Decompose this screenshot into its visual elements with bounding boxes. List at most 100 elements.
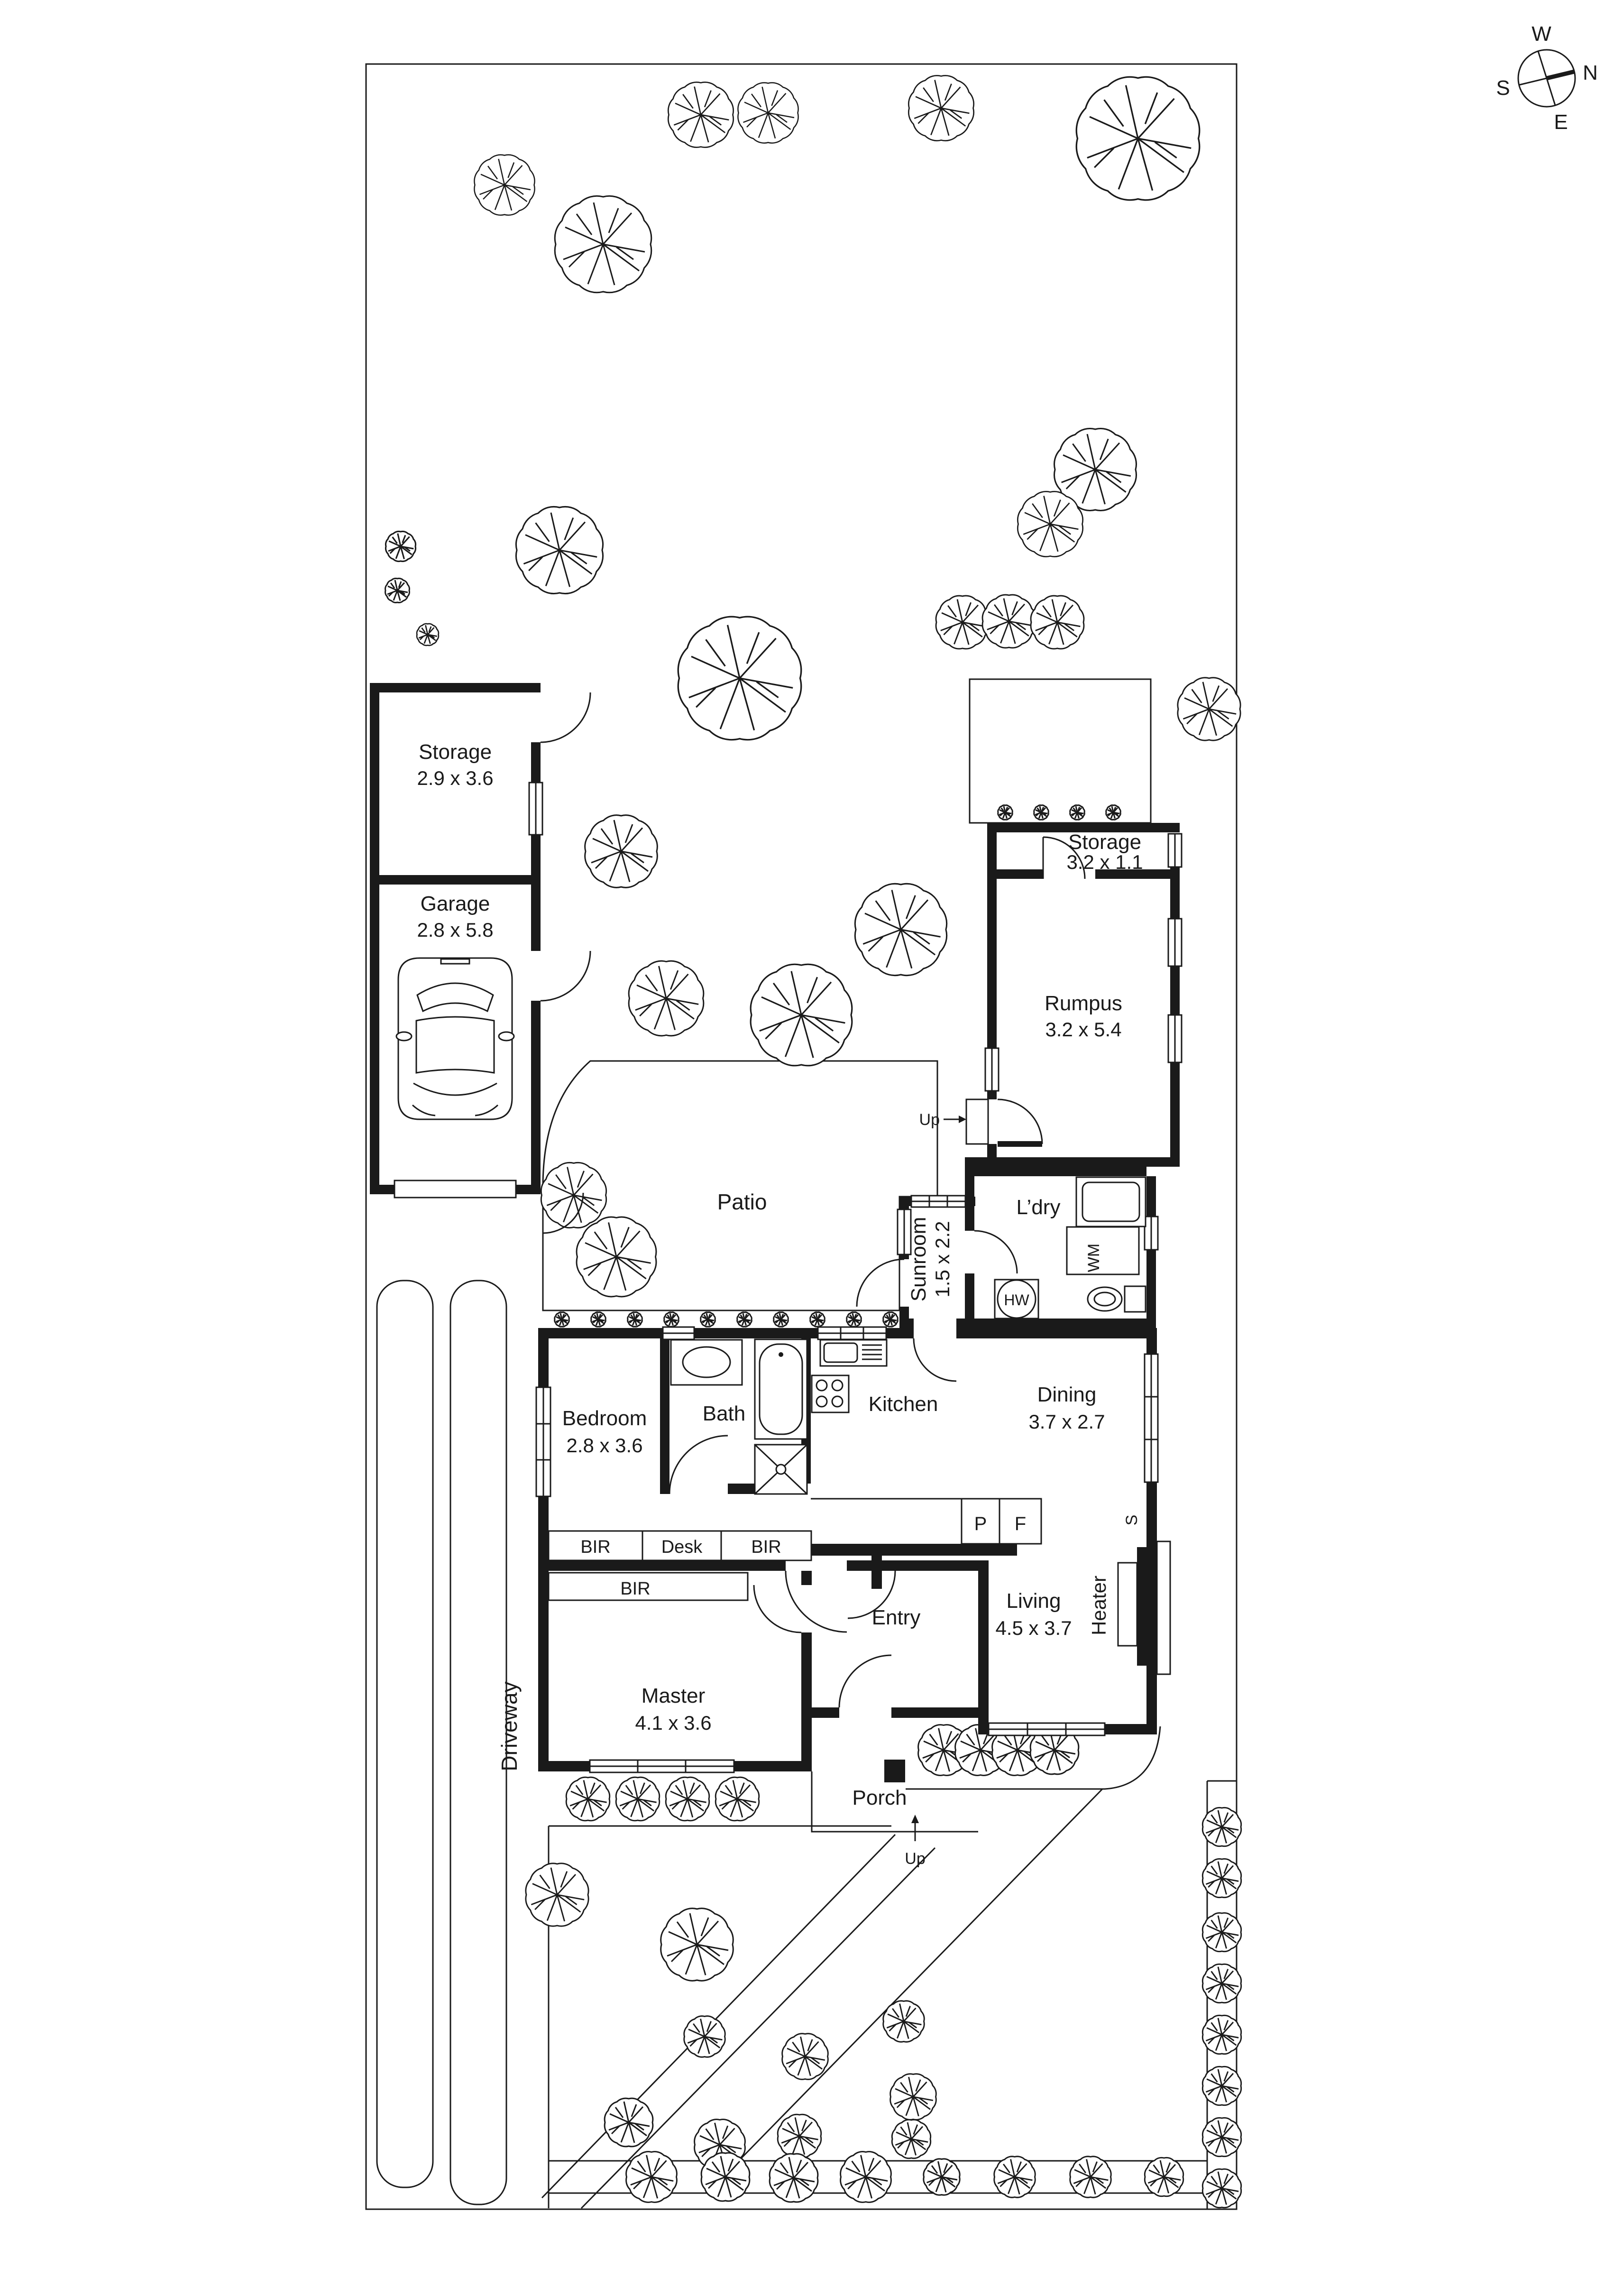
shrub-icon — [554, 1311, 570, 1328]
dining-dims: 3.7 x 2.7 — [1028, 1411, 1105, 1433]
fridge-label: F — [1015, 1513, 1026, 1534]
tree-icon — [1201, 2014, 1242, 2055]
kitchen-south-wall — [811, 1544, 1017, 1556]
pantry — [961, 1498, 1000, 1545]
robes: BIR Desk BIR BIR — [548, 1530, 812, 1601]
storage-outbuilding-dims: 2.9 x 3.6 — [417, 767, 493, 789]
rear-storage-door-arc — [1043, 836, 1086, 879]
tree-icon — [840, 2151, 892, 2203]
tree-icon — [777, 2113, 822, 2159]
driveway-label: Driveway — [497, 1681, 522, 1771]
tree-icon — [908, 74, 975, 142]
shrub-row-storage — [997, 804, 1121, 821]
tree-icon — [677, 616, 802, 741]
path-edge — [541, 1834, 896, 2199]
tree-icon — [628, 960, 705, 1037]
compass-rose: W N S E — [1496, 22, 1598, 134]
tree-icon — [1144, 2157, 1184, 2197]
up-porch-label: Up — [905, 1850, 925, 1868]
entry-north-wall — [847, 1560, 978, 1571]
tree-icon — [935, 595, 990, 650]
tree-icon — [576, 1216, 657, 1298]
shrub-icon — [715, 1776, 760, 1822]
washing-machine-label: WM — [1085, 1244, 1103, 1272]
kitchen-fixtures: P F — [811, 1339, 1042, 1545]
tree-icon — [554, 195, 652, 294]
master-label: Master — [642, 1684, 705, 1707]
tree-icon — [1201, 1912, 1242, 1953]
shrub-icon — [565, 1776, 611, 1822]
master-east-wall — [801, 1632, 812, 1771]
shrub-icon — [809, 1311, 825, 1328]
tree-icon — [667, 81, 734, 148]
fridge-space — [999, 1498, 1042, 1545]
garage-door-panel — [394, 1180, 517, 1199]
bedroom-label: Bedroom — [562, 1407, 647, 1430]
tree-icon — [1017, 490, 1084, 558]
bir-master-label: BIR — [620, 1579, 650, 1599]
tree-icon — [683, 2015, 726, 2058]
shrub-icon — [882, 1311, 899, 1328]
bir-master-box — [548, 1572, 749, 1601]
tree-icon — [781, 2033, 829, 2080]
master-dims: 4.1 x 3.6 — [635, 1712, 711, 1734]
bir-right-label: BIR — [751, 1537, 781, 1557]
porch-label: Porch — [853, 1786, 907, 1809]
tree-icon — [993, 2156, 1036, 2198]
heater-assembly: Heater S — [1088, 1515, 1171, 1675]
compass-w: W — [1531, 22, 1551, 46]
tree-icon — [584, 814, 658, 888]
laundry-door-arc — [974, 1230, 1018, 1274]
tree-icon — [474, 154, 535, 216]
shrub-icon — [615, 1776, 660, 1822]
patio-label: Patio — [717, 1189, 767, 1214]
pantry-label: P — [974, 1513, 987, 1534]
tree-icon — [889, 2073, 937, 2121]
shrub-icon — [846, 1311, 862, 1328]
hot-water-label: HW — [1004, 1291, 1029, 1309]
shrub-icon — [663, 1311, 679, 1328]
desk-box — [642, 1530, 722, 1561]
switch-label: S — [1123, 1515, 1141, 1526]
trees-layer — [385, 74, 1242, 2209]
shrub-icon — [627, 1311, 643, 1328]
house-windows — [535, 1326, 1159, 1773]
tree-icon — [1201, 1963, 1242, 2004]
bath-basin — [682, 1346, 731, 1378]
bath-fixtures — [670, 1338, 808, 1495]
shrub-row-north-of-house — [554, 1311, 899, 1328]
bir-left-label: BIR — [580, 1537, 610, 1557]
tree-icon — [416, 623, 440, 646]
sunroom-laundry: WM HW L’dry Sunroom 1.5 x 2.2 — [856, 1167, 1159, 1382]
porch-pillar — [884, 1760, 905, 1782]
rumpus-dims: 3.2 x 5.4 — [1045, 1018, 1121, 1041]
bir-right-box — [720, 1530, 812, 1561]
tree-icon — [385, 530, 417, 562]
front-door-arc — [838, 1654, 892, 1708]
storage-door-arc — [540, 692, 591, 743]
bath-door-arc — [669, 1435, 728, 1494]
tree-icon — [385, 578, 410, 603]
tree-icon — [1201, 1807, 1242, 1847]
hall-door-arc — [847, 1570, 896, 1619]
storage-window — [528, 782, 543, 836]
shrub-icon — [590, 1311, 606, 1328]
sunroom-windows — [897, 1195, 1159, 1255]
sunroom-dims: 1.5 x 2.2 — [931, 1221, 954, 1297]
bedroom-bath-wall — [660, 1338, 669, 1484]
shrub-icon — [1105, 804, 1121, 821]
bath-label: Bath — [703, 1402, 746, 1425]
shrub-row-master-bed — [565, 1776, 760, 1822]
garden-bed-edge — [906, 1726, 1161, 1790]
shrub-icon — [700, 1311, 716, 1328]
compass-n: N — [1583, 61, 1598, 84]
rumpus-label: Rumpus — [1045, 992, 1122, 1015]
tree-icon — [882, 2000, 925, 2043]
garage-side-door-arc — [540, 950, 591, 1002]
tree-icon — [625, 2151, 678, 2203]
up-rumpus-label: Up — [919, 1111, 940, 1129]
living-label: Living — [1007, 1589, 1061, 1613]
living-dims: 4.5 x 3.7 — [995, 1617, 1072, 1639]
